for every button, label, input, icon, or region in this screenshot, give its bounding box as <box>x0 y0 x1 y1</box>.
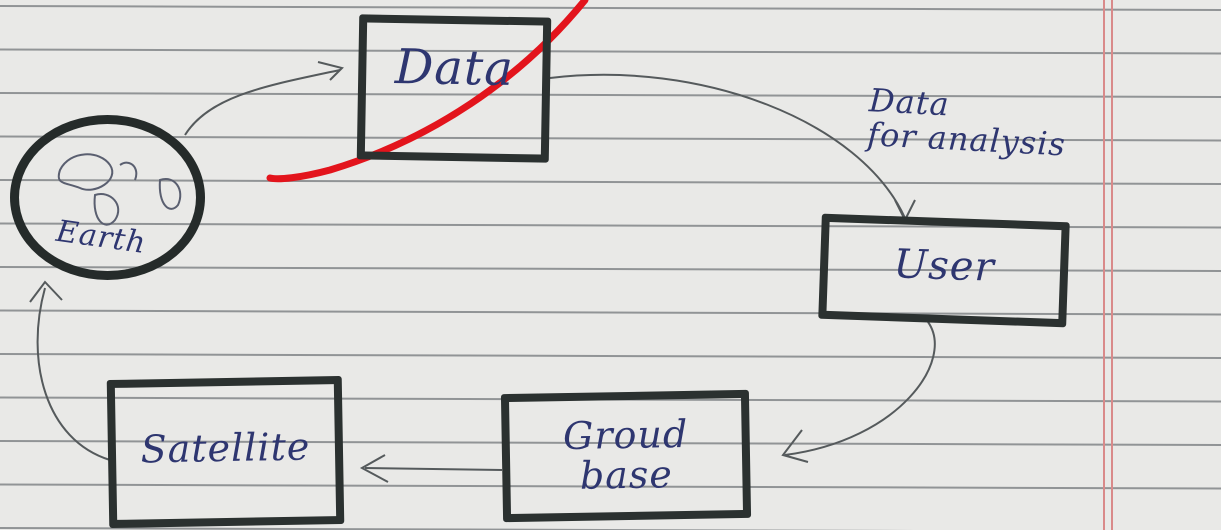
data-label: Data <box>394 39 515 98</box>
arrowhead-earth-to-data <box>317 61 344 81</box>
rule-line <box>0 48 1221 55</box>
satellite-node: Satellite <box>106 375 345 529</box>
rule-line <box>0 92 1221 98</box>
satellite-label: Satellite <box>140 424 311 472</box>
rule-line <box>0 440 1221 446</box>
arrow-earth-to-data <box>184 69 341 136</box>
arrow-satellite-to-earth <box>36 287 111 461</box>
rule-line <box>0 135 1221 142</box>
earth-node <box>10 115 205 280</box>
user-label: User <box>892 240 996 291</box>
data-node: Data <box>356 14 552 163</box>
arrowhead-user-to-ground-base <box>781 429 809 463</box>
rule-line <box>0 483 1221 490</box>
rule-line <box>0 266 1221 272</box>
rule-line <box>0 396 1221 403</box>
annotation-data-for-analysis: Data for analysis <box>866 81 1067 164</box>
rule-line <box>0 527 916 530</box>
red-overlay-stroke <box>266 0 589 183</box>
ground-base-label: Groud base <box>562 412 689 498</box>
ruled-lines <box>0 5 1221 530</box>
rule-line <box>0 5 1221 11</box>
arrowhead-ground-to-satellite <box>359 454 389 483</box>
ground-base-node: Groud base <box>500 389 752 523</box>
rule-line <box>0 353 1221 359</box>
arrow-data-to-user <box>549 73 906 219</box>
arrow-ground-to-satellite <box>364 467 503 471</box>
rule-line <box>0 179 1221 185</box>
rule-line <box>0 222 1221 229</box>
user-node: User <box>818 213 1070 328</box>
arrowhead-satellite-to-earth <box>29 280 63 303</box>
arrowhead-data-to-user <box>894 199 916 223</box>
arrow-user-to-ground-base <box>784 321 936 456</box>
rule-line <box>0 309 1221 316</box>
